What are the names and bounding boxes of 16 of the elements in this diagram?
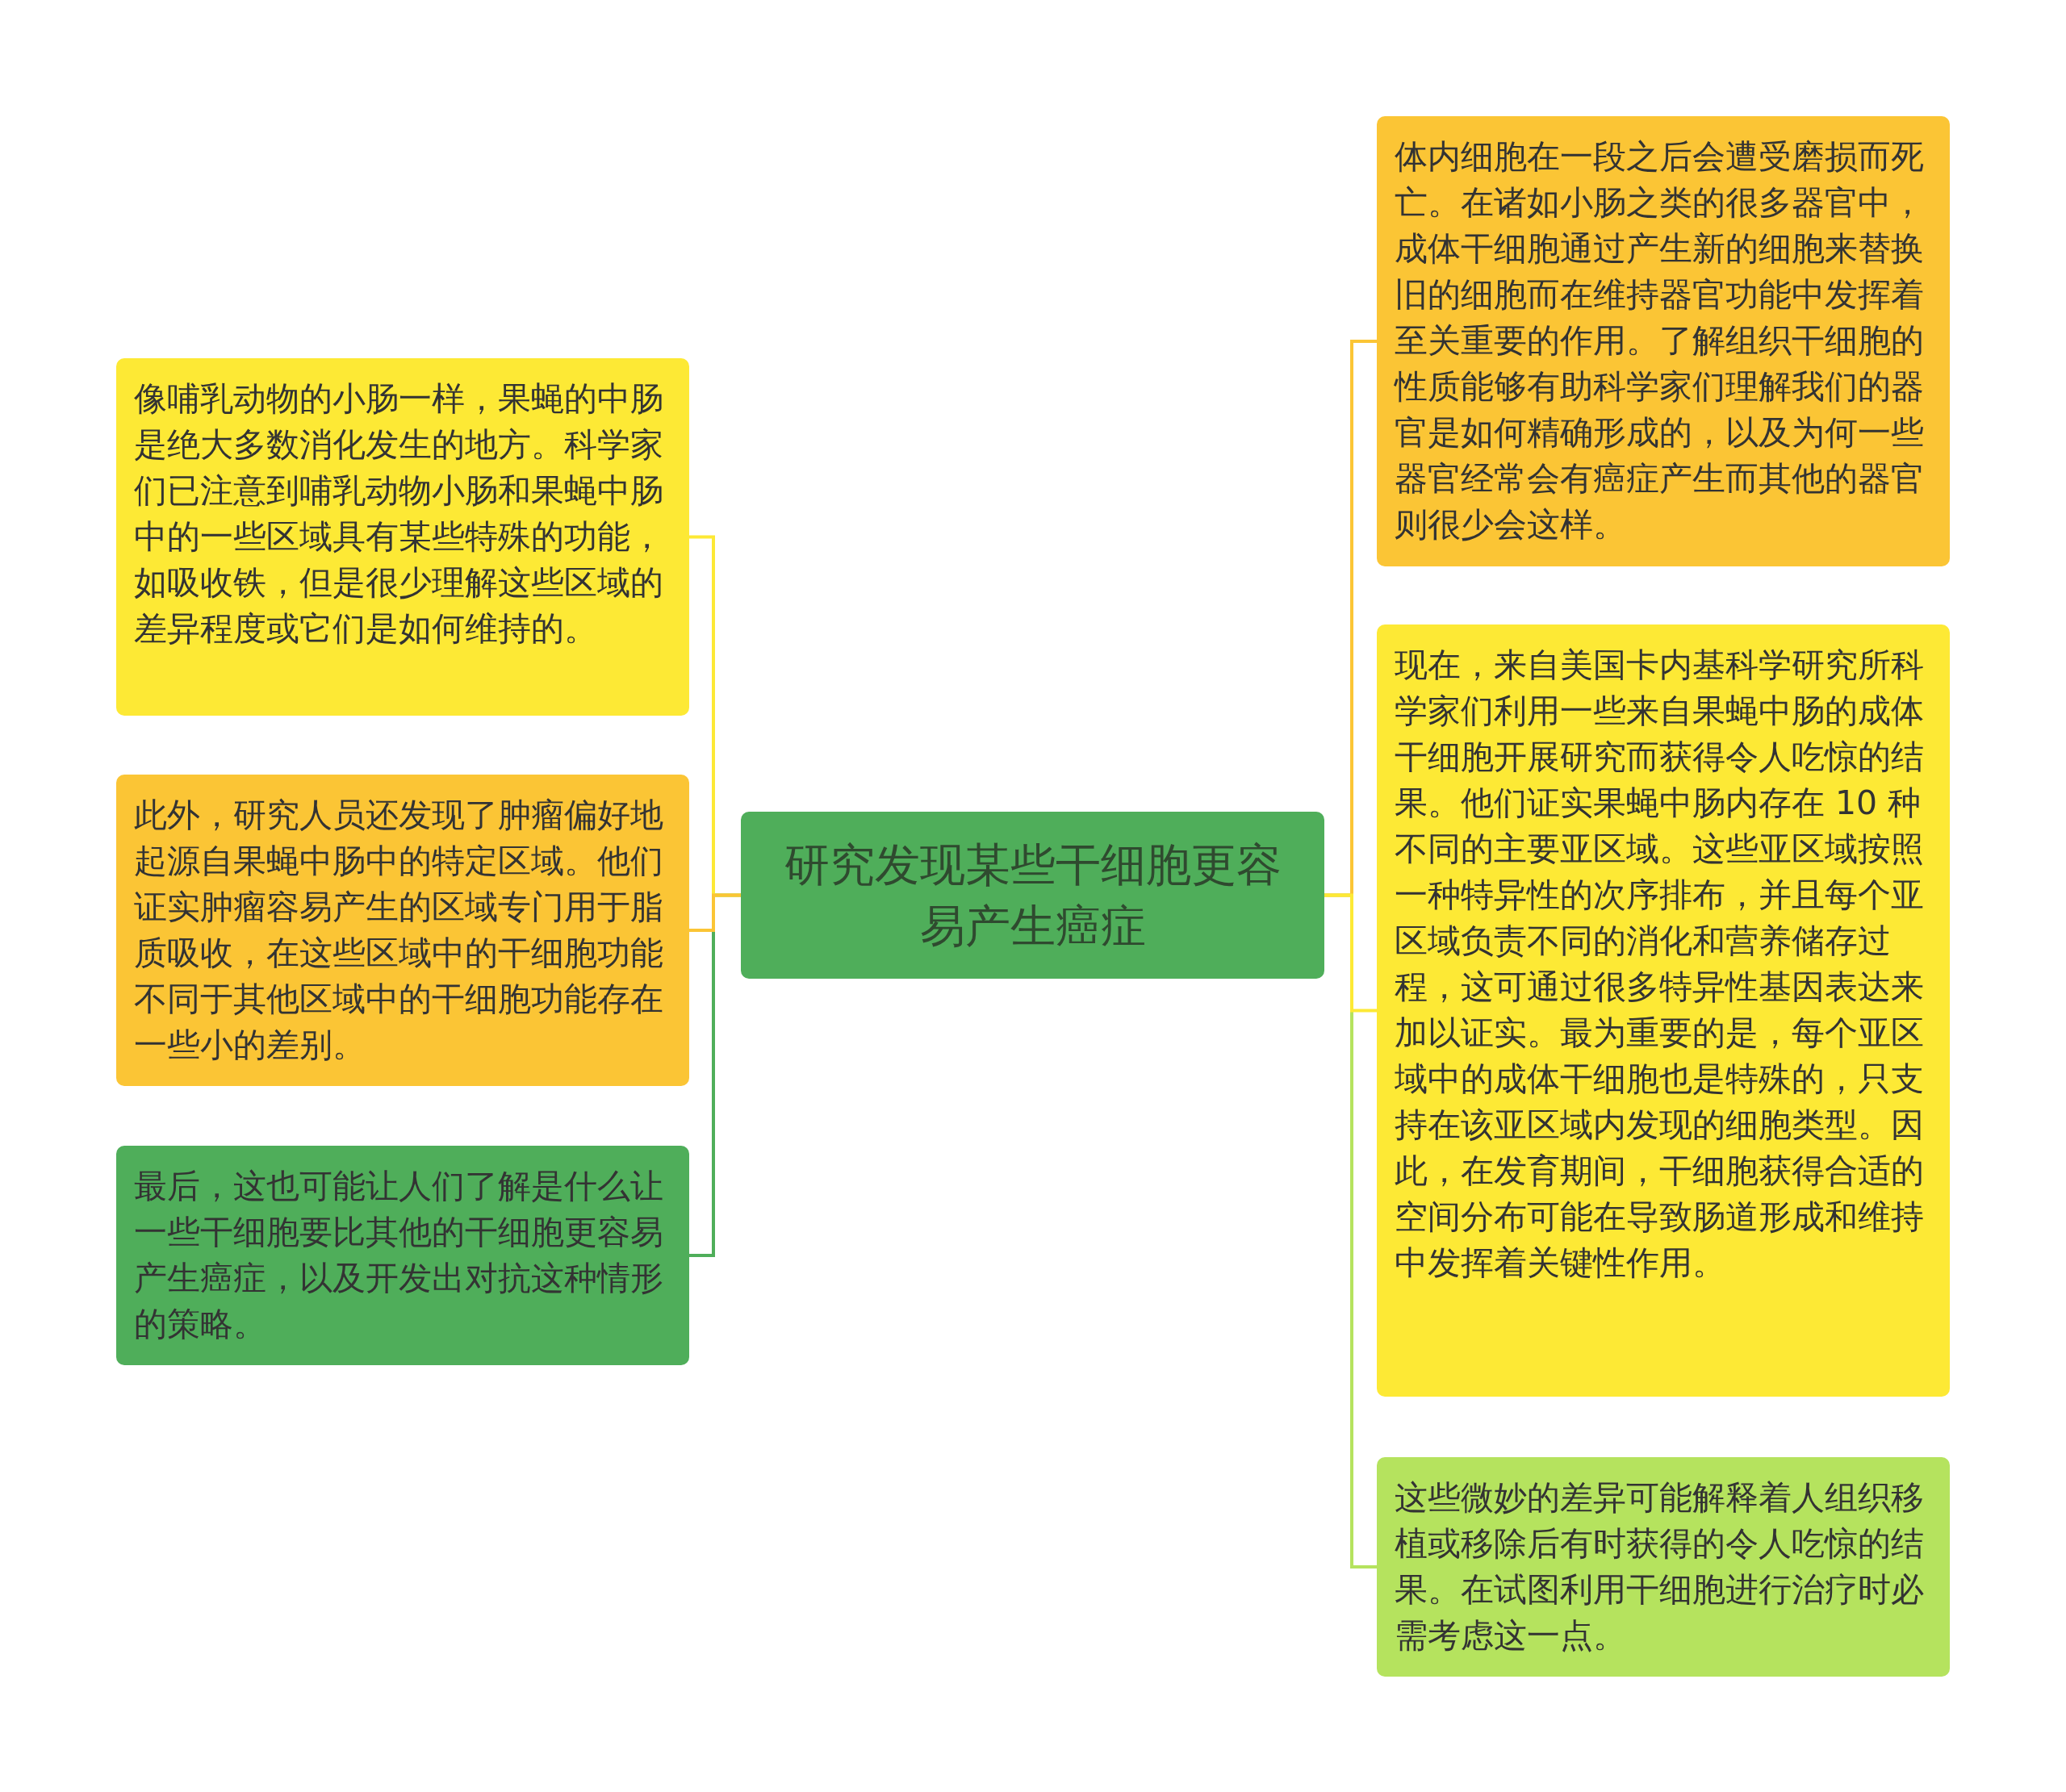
text-box [116, 358, 689, 716]
text-box [116, 775, 689, 1086]
paragraph: 体内细胞在一段之后会遭受磨损而死亡。在诸如小肠之类的很多器官中，成体干细胞通过产生新的细胞来替换旧的细胞而在维持器官功能中发挥着至关重要的作用。了解组织干细胞的性质能够有助科学家们理解我们的器官是如何精确形成的，以及为何一些器官经常会有癌症产生而其他的器官则很少会这样。 [1395, 136, 1925, 545]
topic-text: 研究发现某些干细胞更容易产生癌症 [783, 837, 1282, 954]
paragraph: 这些微妙的差异可能解释着人组织移植或移除后有时获得的令人吃惊的结果。在试图利用干细胞进行治疗时必需考虑这一点。 [1395, 1477, 1925, 1656]
topic-box [741, 812, 1324, 979]
paragraph: 像哺乳动物的小肠一样，果蝇的中肠是绝大多数消化发生的地方。科学家们已注意到哺乳动物小肠和果蝇中肠中的一些区域具有某些特殊的功能，如吸收铁，但是很少理解这些区域的差异程度或它们是如何维持的。 [134, 378, 664, 650]
text-box [1377, 1457, 1950, 1677]
text-box [116, 1146, 689, 1365]
paragraph: 现在，来自美国卡内基科学研究所科学家们利用一些来自果蝇中肠的成体干细胞开展研究而获得令人吃惊的结果。他们证实果蝇中肠内存在 10 种不同的主要亚区域。这些亚区域按照一种特异性的次序排布，并且每个亚区域负责不同的消化和营养储存过程，这可通过很多特异性基因表达来加以证实。最为重要的是，每个亚区域中的成体干细胞也是特殊的，只支持在该亚区域内发现的细胞类型。因此，在发育期间，干细胞获得合适的空间分布可能在导致肠道形成和维持中发挥着关键性作用。 [1395, 645, 1925, 1284]
text-box [1377, 624, 1950, 1397]
connector-line [1324, 893, 1377, 1013]
paragraph: 此外，研究人员还发现了肿瘤偏好地起源自果蝇中肠中的特定区域。他们证实肿瘤容易产生的区域专门用于脂质吸收，在这些区域中的干细胞功能不同于其他区域中的干细胞功能存在一些小的差别。 [134, 795, 664, 1066]
connector-line [689, 893, 741, 932]
text-box [1377, 116, 1950, 566]
paragraph: 最后，这也可能让人们了解是什么让一些干细胞要比其他的干细胞更容易产生癌症，以及开发出对抗这种情形的策略。 [134, 1166, 664, 1345]
